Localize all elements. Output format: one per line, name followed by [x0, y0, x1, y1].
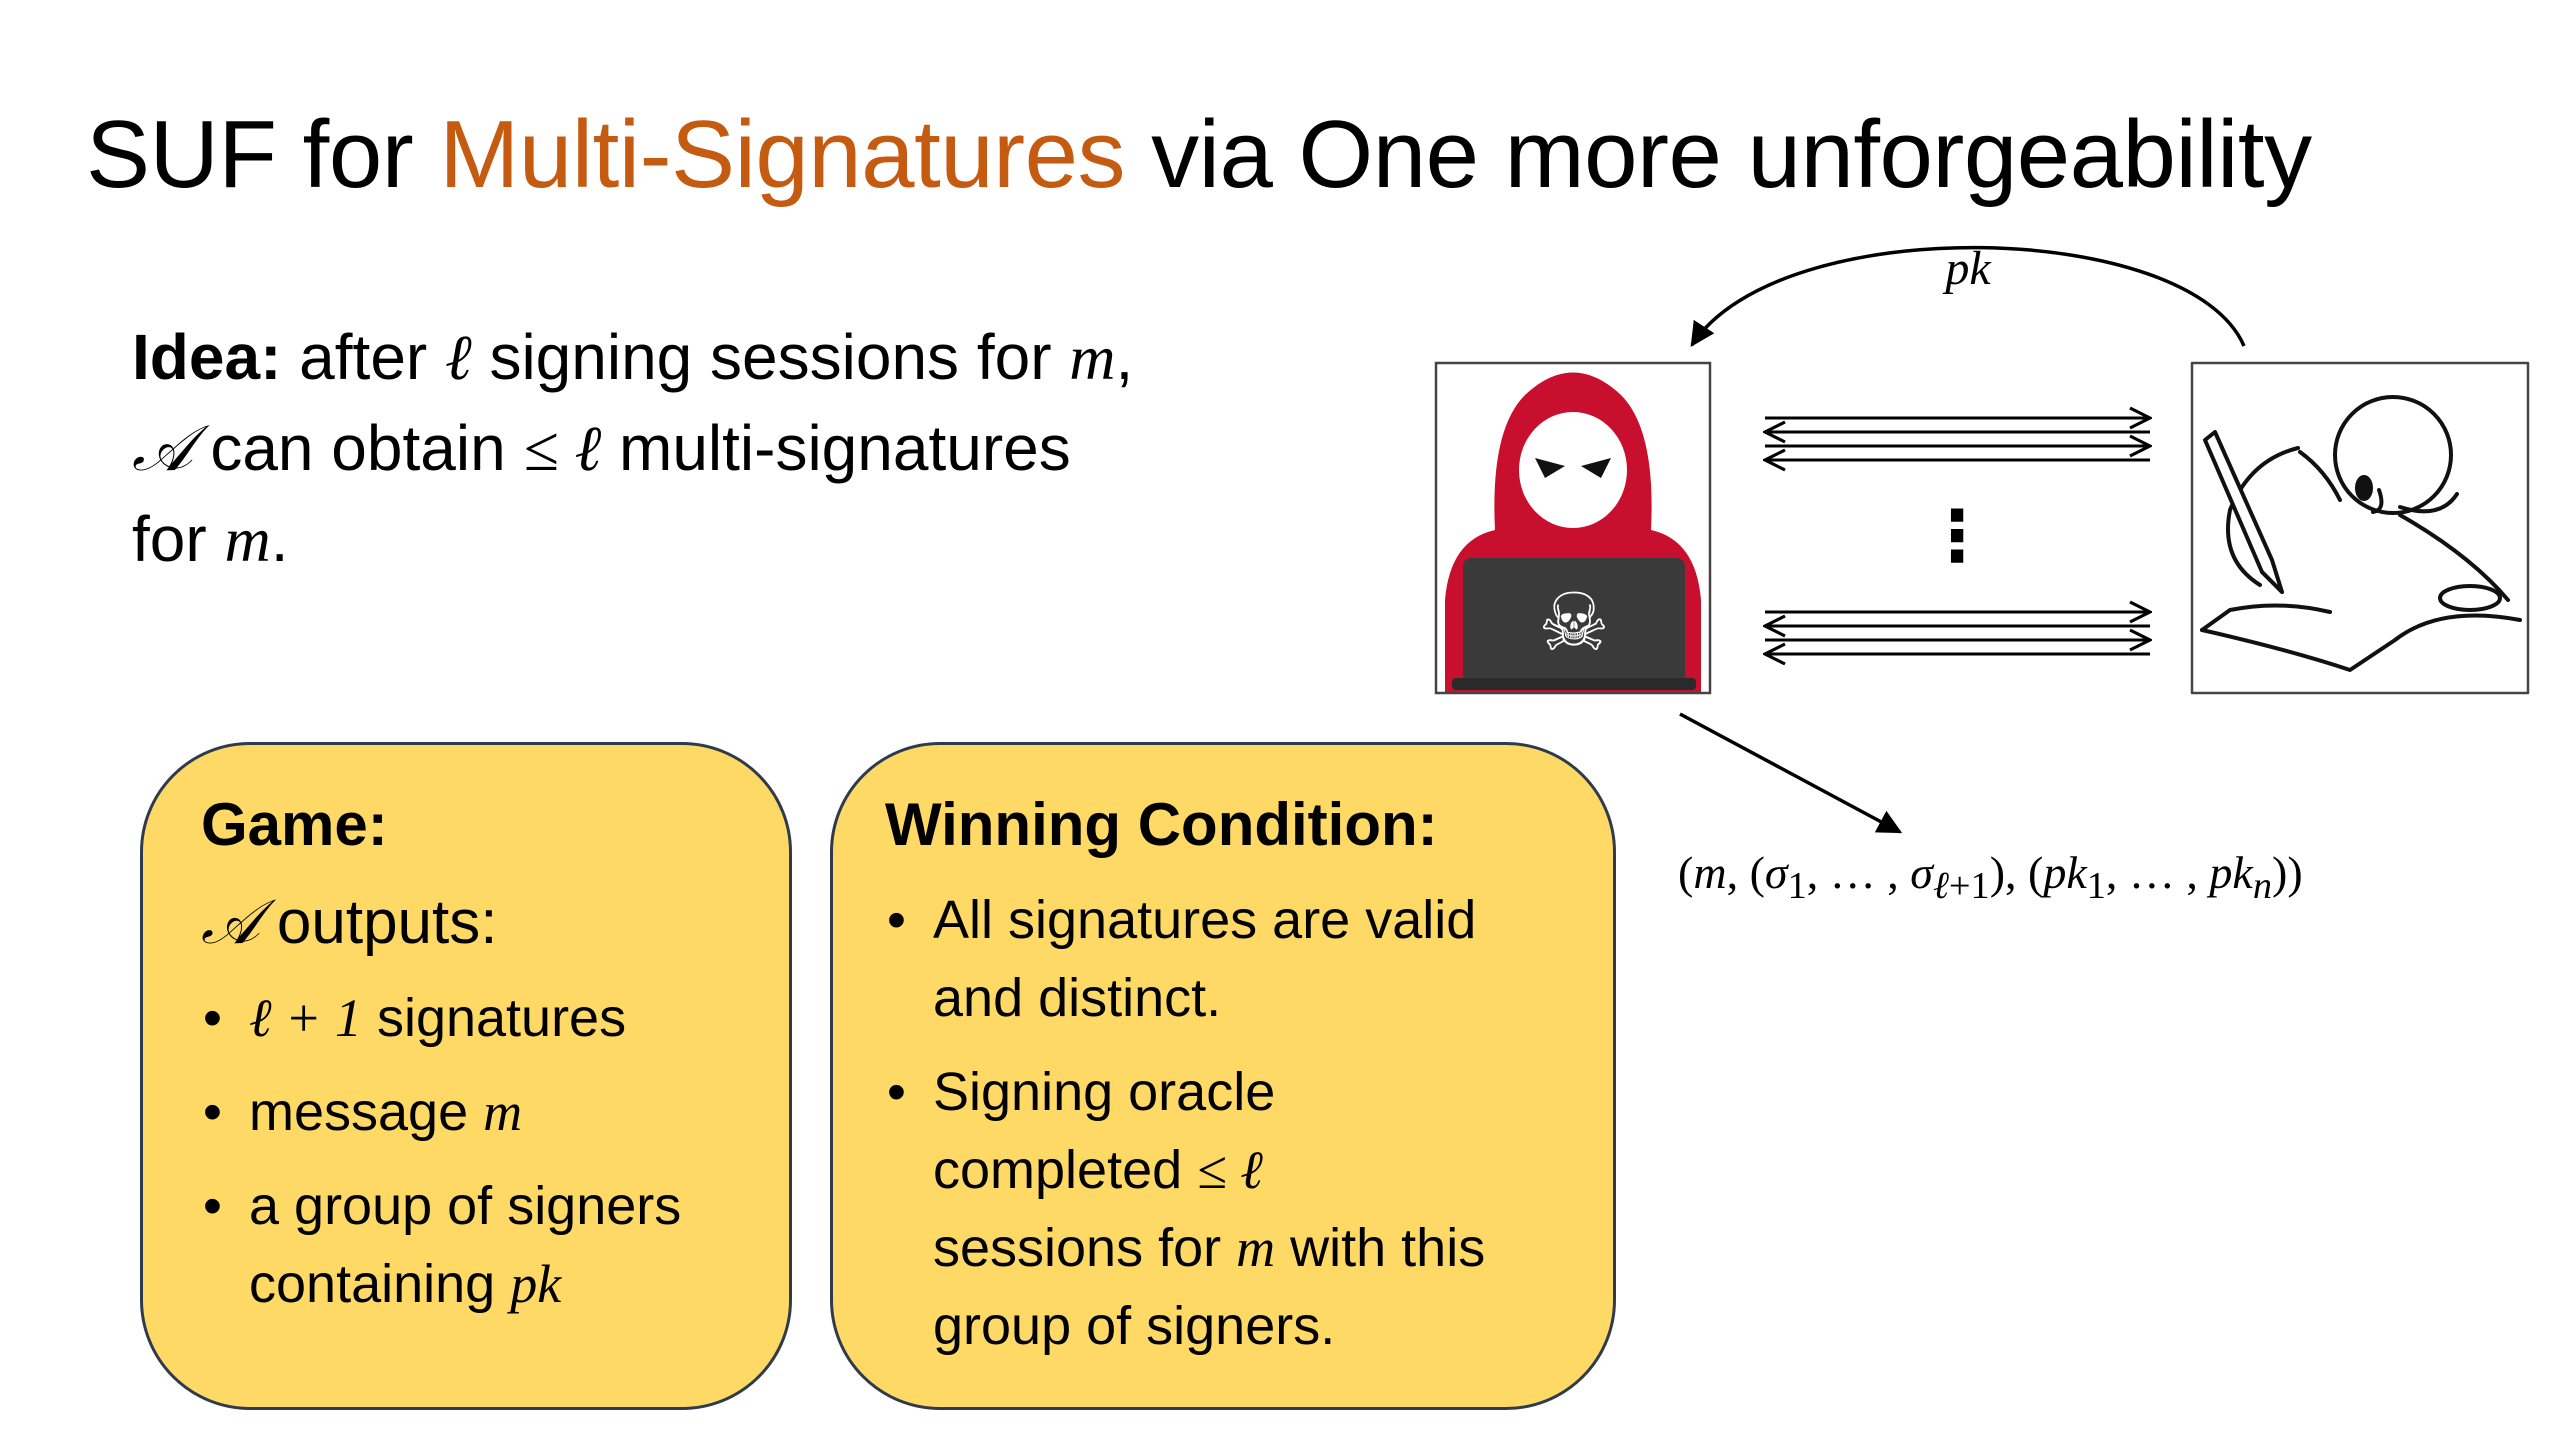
winning-condition-box: Winning Condition: All signatures are va… — [830, 742, 1616, 1410]
math-adversary: 𝒜 — [201, 889, 260, 957]
game-outputs-line: 𝒜 outputs: — [201, 883, 759, 963]
output-arrow — [1679, 712, 1903, 834]
idea-label: Idea: — [132, 321, 282, 393]
idea-line-3: for m. — [132, 494, 1282, 585]
output-tuple: (m, (σ1, … , σℓ+1), (pk1, … , pkn)) — [1678, 847, 2303, 908]
math-m: m — [224, 504, 271, 575]
winning-item-text: group of signers. — [933, 1296, 1336, 1356]
winning-item-text: All signatures are valid — [933, 890, 1477, 950]
math-m: m — [483, 1082, 523, 1142]
idea-text: can obtain — [192, 412, 524, 484]
message-arrows-bottom — [1765, 612, 2150, 654]
winning-item-text: completed — [933, 1140, 1198, 1200]
vertical-dots: ⋮ — [1922, 495, 1992, 577]
math-leq-ell: ≤ ℓ — [523, 413, 602, 484]
game-item-text: message — [249, 1082, 484, 1142]
math-pk: pk — [510, 1254, 562, 1314]
game-item-text: containing — [249, 1254, 511, 1314]
slide-title: SUF for Multi-Signatures via One more un… — [86, 100, 2312, 210]
message-arrows-top — [1765, 418, 2150, 460]
math-leq-ell: ≤ ℓ — [1197, 1140, 1263, 1200]
idea-text: after — [281, 321, 445, 393]
idea-text: for — [132, 503, 225, 575]
title-part1: SUF for — [86, 101, 440, 208]
winning-list: All signatures are valid and distinct. Si… — [885, 881, 1583, 1365]
winning-list-item: All signatures are valid and distinct. — [885, 881, 1583, 1037]
game-list-item: ℓ + 1 signatures — [201, 979, 759, 1057]
game-title: Game: — [201, 791, 388, 858]
game-list-item: message m — [201, 1073, 759, 1151]
math-m: m — [1069, 322, 1116, 393]
pk-arrow — [1690, 245, 2246, 348]
math-m: m — [1236, 1218, 1276, 1278]
signer-icon — [2190, 361, 2530, 695]
math-ell-plus-one: ℓ + 1 — [249, 988, 362, 1048]
title-part2: via One more unforgeability — [1124, 101, 2312, 208]
idea-text: signing sessions for — [471, 321, 1070, 393]
game-list-item: a group of signers containing pk — [201, 1167, 759, 1323]
title-accent: Multi-Signatures — [439, 101, 1125, 208]
game-outputs-text: outputs: — [259, 888, 498, 957]
math-adversary: 𝒜 — [132, 413, 193, 484]
adversary-icon: ☠ — [1434, 361, 1712, 695]
idea-line-1: Idea: after ℓ signing sessions for m, — [132, 312, 1282, 403]
math-ell: ℓ — [445, 322, 472, 393]
idea-text: , — [1115, 321, 1134, 393]
game-list: ℓ + 1 signatures message m a group of si… — [201, 979, 759, 1323]
winning-item-text: with this — [1275, 1218, 1486, 1278]
game-item-text: a group of signers — [249, 1176, 682, 1236]
idea-paragraph: Idea: after ℓ signing sessions for m, 𝒜 … — [132, 312, 1282, 585]
winning-item-text: and distinct. — [933, 968, 1222, 1028]
winning-item-text: Signing oracle — [933, 1062, 1276, 1122]
game-item-text: signatures — [361, 988, 627, 1048]
idea-text: multi-signatures — [601, 412, 1071, 484]
skull-glyph: ☠ — [1538, 576, 1610, 669]
game-box: Game: 𝒜 outputs: ℓ + 1 signatures messag… — [140, 742, 792, 1410]
pk-label: pk — [1942, 242, 1992, 295]
winning-item-text: sessions for — [933, 1218, 1237, 1278]
idea-line-2: 𝒜 can obtain ≤ ℓ multi-signatures — [132, 403, 1282, 494]
winning-title: Winning Condition: — [885, 791, 1438, 858]
idea-text: . — [270, 503, 289, 575]
